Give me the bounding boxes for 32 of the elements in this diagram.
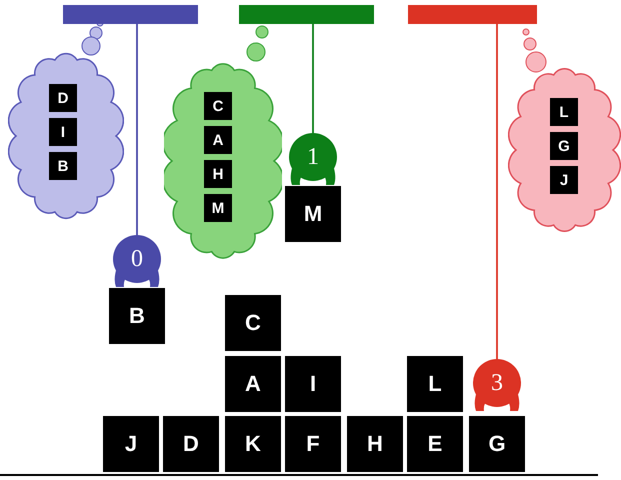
letter-block: F [285,416,341,472]
cable-line [312,24,314,133]
thought-cloud [164,60,282,262]
letter-block: K [225,416,281,472]
letter-block: M [285,186,341,242]
cable-line [136,24,138,235]
letter-block: G [469,416,525,472]
letter-block: J [103,416,159,472]
letter-block: B [49,152,77,180]
letter-block: E [407,416,463,472]
thought-cloud [8,50,124,222]
letter-block: C [225,295,281,351]
letter-block: L [407,356,463,412]
thought-cloud [508,65,621,235]
letter-block: G [550,132,578,160]
cable-line [496,24,498,359]
crane-rail [63,5,198,24]
letter-block: A [225,356,281,412]
crane-rail [408,5,537,24]
letter-block: D [163,416,219,472]
letter-block: H [204,160,232,188]
letter-block: C [204,92,232,120]
letter-block: D [49,84,77,112]
crane-rail [239,5,374,24]
letter-block: L [550,98,578,126]
letter-block: B [109,288,165,344]
letter-block: J [550,166,578,194]
letter-block: A [204,126,232,154]
letter-block: M [204,194,232,222]
letter-block: I [49,118,77,146]
letter-block: H [347,416,403,472]
letter-block: I [285,356,341,412]
